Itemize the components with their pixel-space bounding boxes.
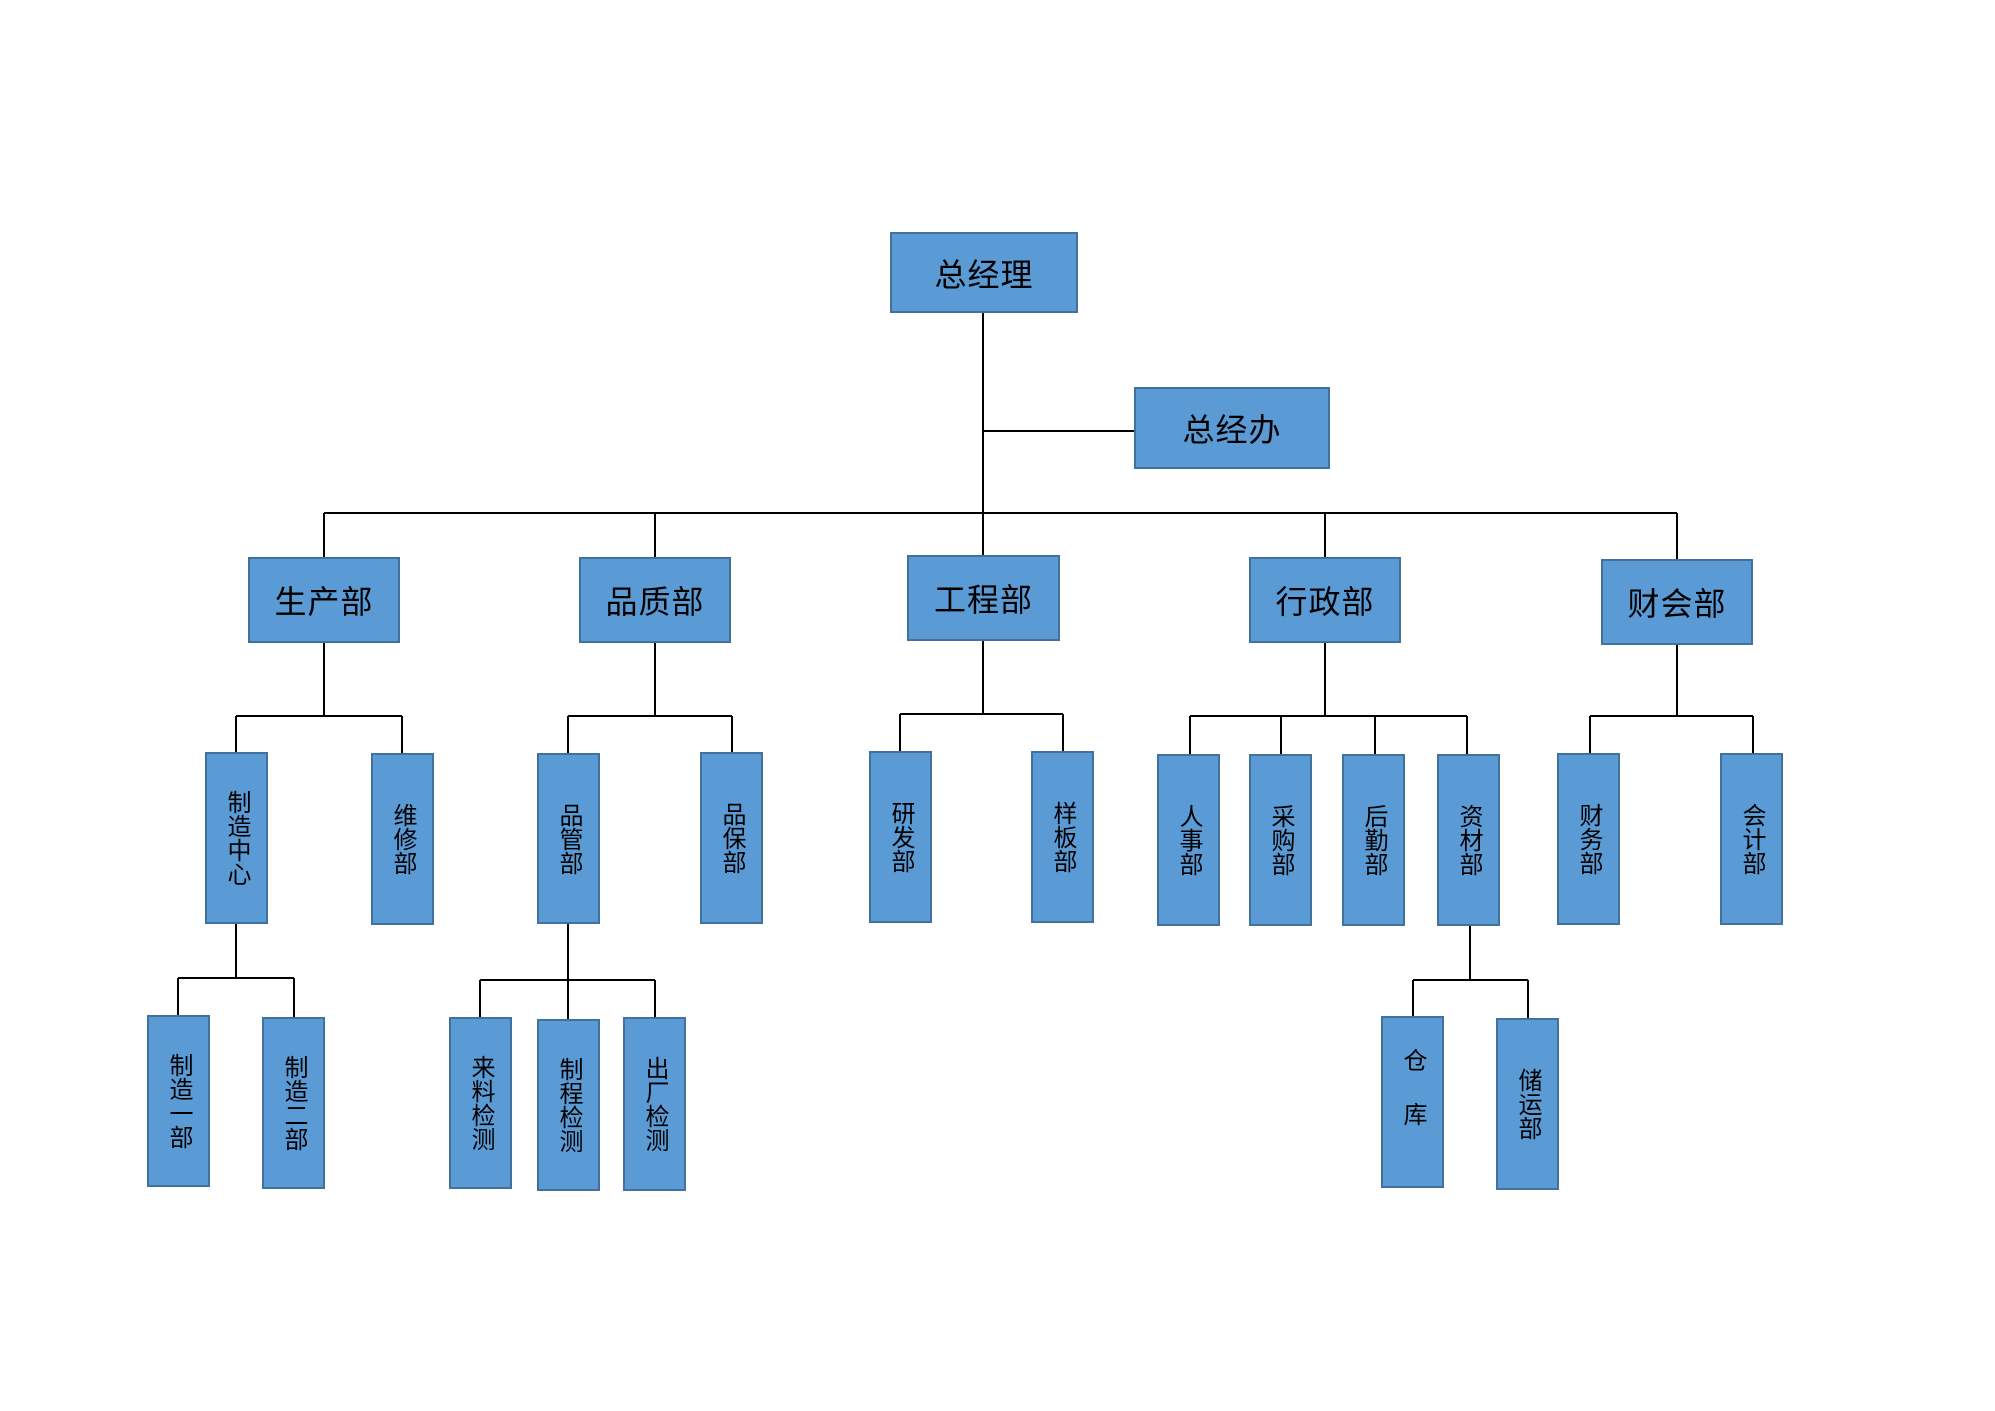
ceo-box: 总经理: [890, 232, 1078, 313]
finance-dept-label: 财会部: [1627, 585, 1727, 623]
manufacturing-2-box: 制造二部: [262, 1017, 325, 1189]
process-inspection-label: 制程检测: [555, 1057, 583, 1153]
administration-dept-box: 行政部: [1249, 557, 1401, 643]
hr-dept-label: 人事部: [1175, 804, 1203, 876]
materials-dept-label: 资材部: [1455, 804, 1483, 876]
storage-transport-box: 储运部: [1496, 1018, 1559, 1190]
outgoing-inspection-box: 出厂检测: [623, 1017, 686, 1191]
manufacturing-center-box: 制造中心: [205, 752, 268, 924]
production-dept-label: 生产部: [274, 583, 374, 621]
ceo-label: 总经理: [934, 255, 1034, 294]
quality-dept-box: 品质部: [579, 557, 731, 643]
quality-dept-label: 品质部: [605, 583, 705, 621]
ceo-office-label: 总经办: [1182, 411, 1282, 449]
sample-dept-box: 样板部: [1031, 751, 1094, 923]
sample-dept-label: 样板部: [1049, 801, 1077, 873]
purchasing-dept-box: 采购部: [1249, 754, 1312, 926]
manufacturing-center-label: 制造中心: [223, 790, 251, 886]
finance-dept-box: 财会部: [1601, 559, 1753, 645]
rnd-dept-box: 研发部: [869, 751, 932, 923]
logistics-support-dept-label: 后勤部: [1360, 804, 1388, 876]
manufacturing-1-box: 制造一部: [147, 1015, 210, 1187]
warehouse-label: 仓库: [1399, 1048, 1427, 1156]
manufacturing-1-label: 制造一部: [165, 1053, 193, 1149]
maintenance-dept-label: 维修部: [389, 803, 417, 875]
administration-dept-label: 行政部: [1275, 583, 1375, 621]
finance-sub-dept-label: 财务部: [1575, 803, 1603, 875]
qa-dept-box: 品保部: [700, 752, 763, 924]
logistics-support-dept-box: 后勤部: [1342, 754, 1405, 926]
maintenance-dept-box: 维修部: [371, 753, 434, 925]
accounting-dept-box: 会计部: [1720, 753, 1783, 925]
purchasing-dept-label: 采购部: [1267, 804, 1295, 876]
engineering-dept-label: 工程部: [933, 581, 1033, 619]
qc-dept-label: 品管部: [555, 802, 583, 875]
outgoing-inspection-label: 出厂检测: [641, 1056, 669, 1152]
ceo-office-box: 总经办: [1134, 387, 1330, 469]
storage-transport-label: 储运部: [1514, 1068, 1542, 1140]
manufacturing-2-label: 制造二部: [280, 1055, 308, 1151]
rnd-dept-label: 研发部: [887, 801, 915, 873]
materials-dept-box: 资材部: [1437, 754, 1500, 926]
accounting-dept-label: 会计部: [1738, 803, 1766, 875]
qa-dept-label: 品保部: [718, 802, 746, 874]
incoming-inspection-box: 来料检测: [449, 1017, 512, 1189]
production-dept-box: 生产部: [248, 557, 400, 643]
process-inspection-box: 制程检测: [537, 1019, 600, 1191]
incoming-inspection-label: 来料检测: [467, 1055, 495, 1151]
warehouse-box: 仓库: [1381, 1016, 1444, 1188]
hr-dept-box: 人事部: [1157, 754, 1220, 926]
engineering-dept-box: 工程部: [907, 555, 1060, 641]
qc-dept-box: 品管部: [537, 753, 600, 924]
finance-sub-dept-box: 财务部: [1557, 753, 1620, 925]
